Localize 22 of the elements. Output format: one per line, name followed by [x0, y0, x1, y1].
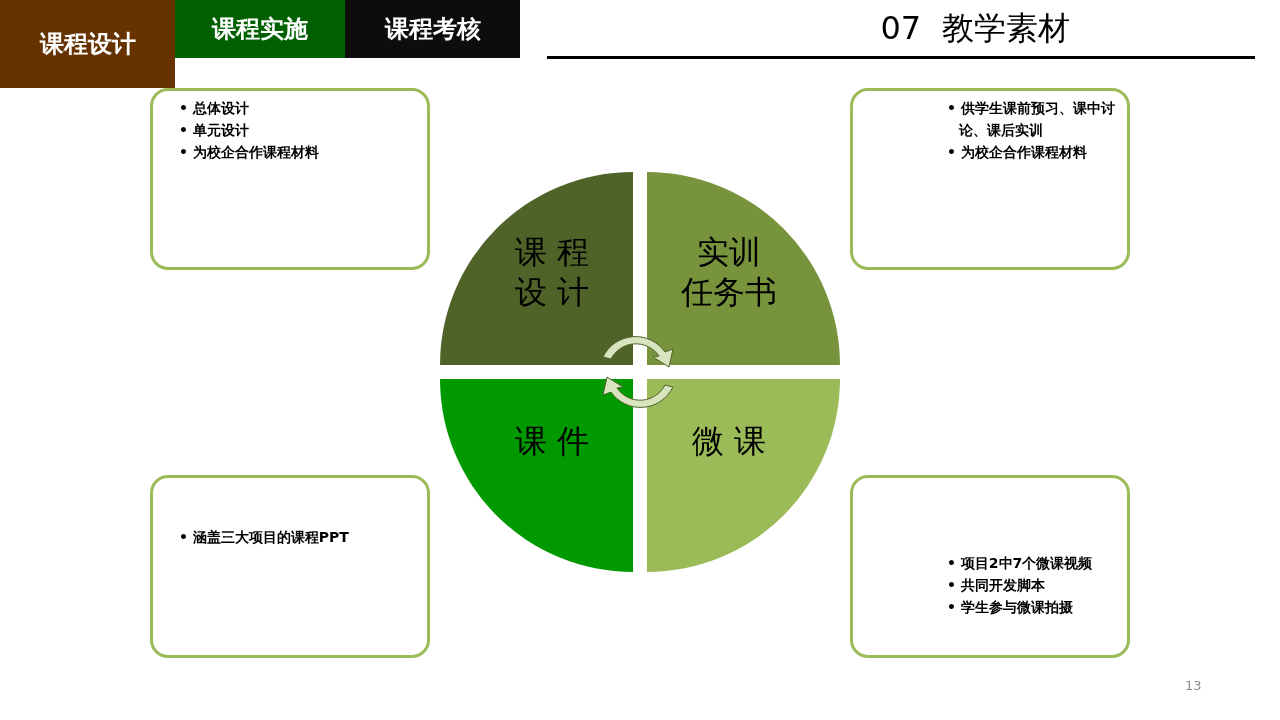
text-box [150, 475, 430, 658]
tab: 课程设计 [0, 0, 175, 88]
bullet-item: • 供学生课前预习、课中讨论、课后实训 [947, 99, 1116, 140]
tab: 课程考核 [345, 0, 520, 58]
segment-label: 课 程设 计 [515, 232, 590, 312]
text-box [850, 475, 1130, 658]
segment-label: 课 件 [515, 421, 590, 461]
bullet-item: • 总体设计 [179, 99, 250, 118]
page-number: 13 [1185, 678, 1202, 693]
segment-label: 实训任务书 [681, 232, 777, 312]
text-box [150, 88, 430, 270]
segment-label: 微 课 [692, 421, 767, 461]
bullet-item: • 为校企合作课程材料 [179, 143, 320, 162]
bullet-item: • 共同开发脚本 [947, 576, 1046, 595]
bullet-item: • 项目2中7个微课视频 [947, 554, 1094, 573]
bullet-item: • 单元设计 [179, 121, 250, 140]
bullet-item: • 为校企合作课程材料 [947, 143, 1088, 162]
bullet-item: • 涵盖三大项目的课程PPT [179, 528, 350, 547]
text-box [850, 88, 1130, 270]
tab: 课程实施 [175, 0, 345, 58]
bullet-item: • 学生参与微课拍摄 [947, 598, 1074, 617]
slide-title: 07 教学素材 [879, 8, 1071, 49]
